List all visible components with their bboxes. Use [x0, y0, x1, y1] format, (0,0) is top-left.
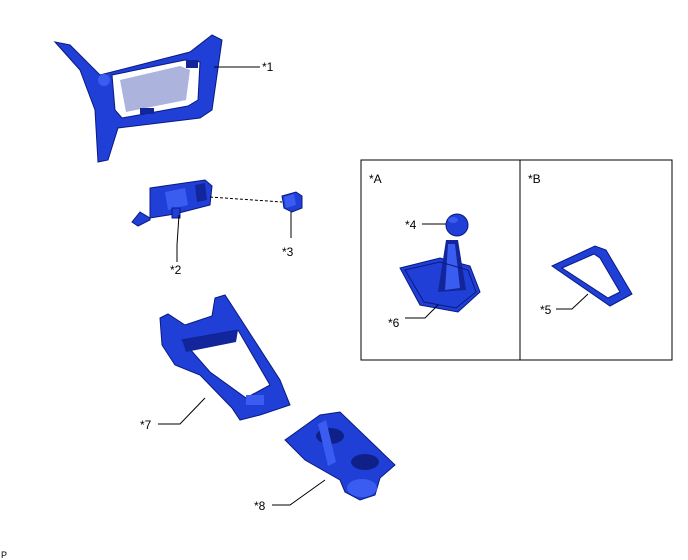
part-4-shift-knob — [445, 213, 469, 237]
leader-2 — [176, 214, 180, 262]
callout-2: *2 — [170, 263, 182, 277]
dashed-connector — [209, 196, 283, 203]
corner-reference: P — [1, 550, 7, 560]
callout-7: *7 — [140, 418, 152, 432]
part-5-shift-bezel — [550, 245, 633, 307]
callout-1: *1 — [262, 60, 274, 74]
leader-8 — [272, 479, 326, 506]
part-2-bracket — [131, 179, 213, 227]
part-1-cluster-panel — [53, 34, 223, 163]
part-8-cup-holder — [284, 411, 396, 501]
part-3-connector — [281, 191, 303, 213]
detail-box — [360, 159, 673, 361]
callout-5: *5 — [540, 303, 552, 317]
part-7-console-panel — [159, 294, 291, 421]
callout-3: *3 — [282, 245, 294, 259]
box-b-label: *B — [528, 172, 541, 186]
callout-4: *4 — [405, 218, 417, 232]
leader-7 — [158, 397, 206, 425]
leader-5 — [556, 293, 589, 310]
callout-8: *8 — [254, 499, 266, 513]
leader-6 — [405, 304, 439, 319]
box-a-label: *A — [369, 172, 382, 186]
part-6-shift-boot — [399, 240, 481, 313]
callout-6: *6 — [388, 316, 400, 330]
